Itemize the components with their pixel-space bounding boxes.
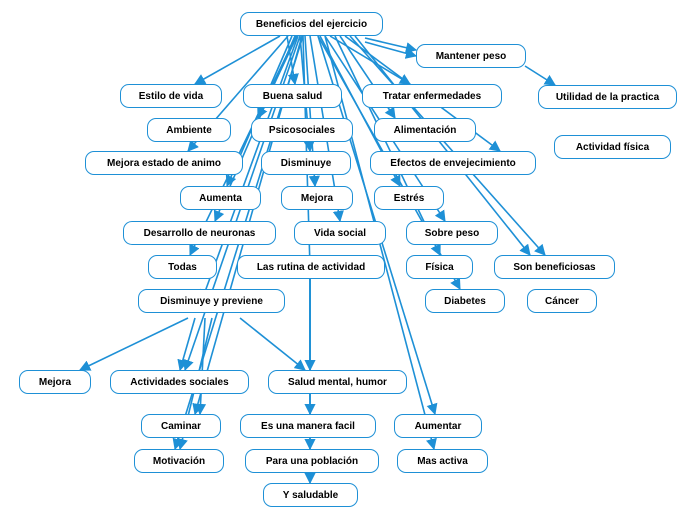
- connector-arrow: [364, 37, 418, 54]
- node-mejora-2[interactable]: Mejora: [19, 370, 91, 394]
- node-psicosociales[interactable]: Psicosociales: [251, 118, 353, 142]
- connector-arrow: [524, 65, 556, 86]
- node-estilo-de-vida[interactable]: Estilo de vida: [120, 84, 222, 108]
- node-buena-salud[interactable]: Buena salud: [243, 84, 342, 108]
- node-actividad-fisica[interactable]: Actividad física: [554, 135, 671, 159]
- node-mejora-1[interactable]: Mejora: [281, 186, 353, 210]
- node-vida-social[interactable]: Vida social: [294, 221, 386, 245]
- node-aumenta[interactable]: Aumenta: [180, 186, 261, 210]
- connector-arrow: [177, 317, 196, 372]
- node-disminuye-y-previene[interactable]: Disminuye y previene: [138, 289, 285, 313]
- connector-arrow: [364, 41, 418, 59]
- node-y-saludable[interactable]: Y saludable: [263, 483, 358, 507]
- node-son-beneficiosas[interactable]: Son beneficiosas: [494, 255, 615, 279]
- node-las-rutina-de-actividad[interactable]: Las rutina de actividad: [237, 255, 385, 279]
- node-cancer[interactable]: Cáncer: [527, 289, 597, 313]
- node-todas[interactable]: Todas: [148, 255, 217, 279]
- node-estres[interactable]: Estrés: [374, 186, 444, 210]
- node-caminar[interactable]: Caminar: [141, 414, 221, 438]
- connector-arrow: [194, 35, 281, 85]
- connector-arrow: [194, 317, 207, 416]
- node-motivacion[interactable]: Motivación: [134, 449, 224, 473]
- connector-arrow: [239, 317, 306, 371]
- node-ambiente[interactable]: Ambiente: [147, 118, 231, 142]
- node-utilidad-de-la-practica[interactable]: Utilidad de la practica: [538, 85, 677, 109]
- node-alimentacion[interactable]: Alimentación: [374, 118, 476, 142]
- connector-arrow: [286, 35, 299, 86]
- node-mantener-peso[interactable]: Mantener peso: [416, 44, 526, 68]
- node-tratar-enfermedades[interactable]: Tratar enfermedades: [362, 84, 502, 108]
- node-actividades-sociales[interactable]: Actividades sociales: [110, 370, 249, 394]
- node-diabetes[interactable]: Diabetes: [425, 289, 505, 313]
- node-mas-activa[interactable]: Mas activa: [397, 449, 488, 473]
- connector-arrow: [329, 35, 411, 85]
- node-mejora-estado-de-animo[interactable]: Mejora estado de animo: [85, 151, 243, 175]
- connector-arrow: [78, 317, 189, 371]
- node-es-una-manera-facil[interactable]: Es una manera facil: [240, 414, 376, 438]
- node-fisica[interactable]: Física: [406, 255, 473, 279]
- node-sobre-peso[interactable]: Sobre peso: [406, 221, 498, 245]
- node-beneficios-del-ejercicio[interactable]: Beneficios del ejercicio: [240, 12, 383, 36]
- node-efectos-de-envejecimiento[interactable]: Efectos de envejecimiento: [370, 151, 536, 175]
- node-salud-mental-humor[interactable]: Salud mental, humor: [268, 370, 407, 394]
- node-para-una-poblacion[interactable]: Para una población: [245, 449, 379, 473]
- node-aumentar[interactable]: Aumentar: [394, 414, 482, 438]
- node-desarrollo-de-neuronas[interactable]: Desarrollo de neuronas: [123, 221, 276, 245]
- node-disminuye[interactable]: Disminuye: [261, 151, 351, 175]
